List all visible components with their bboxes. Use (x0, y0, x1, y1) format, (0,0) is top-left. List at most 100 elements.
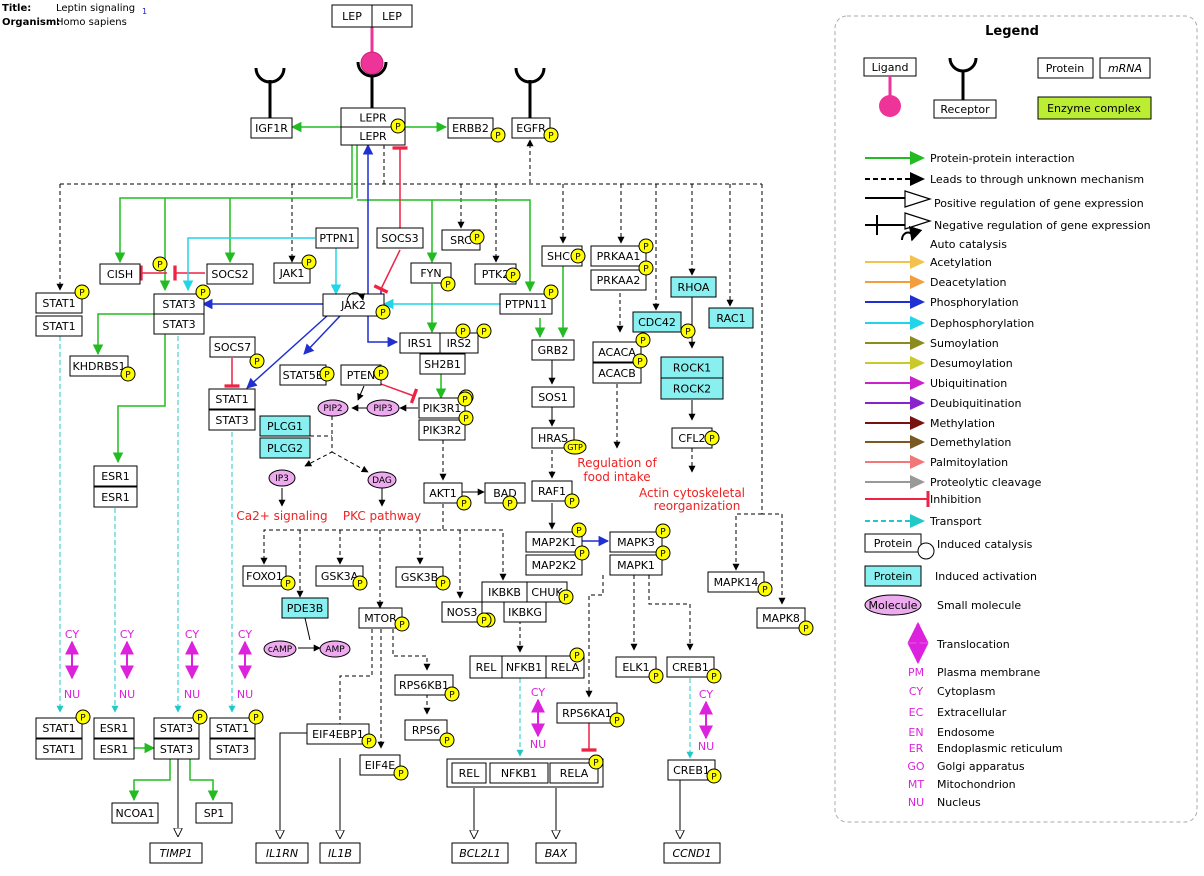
node-socs2[interactable]: SOCS2 (206, 263, 254, 285)
node-pik3r2[interactable]: PIK3R2 (418, 419, 466, 441)
molecule-camp[interactable]: cAMP (263, 640, 297, 658)
node-stat1-c[interactable]: STAT1 (208, 388, 256, 410)
node-lep-a[interactable]: LEP (331, 4, 373, 28)
node-stat3-b[interactable]: STAT3 (153, 313, 205, 335)
node-stat1-a[interactable]: STAT1 (35, 292, 83, 314)
node-acacb[interactable]: ACACB (592, 362, 642, 384)
node-mapk8[interactable]: MAPK8 (756, 607, 806, 629)
node-ptk2[interactable]: PTK2 (474, 263, 517, 285)
node-lepr-b[interactable]: LEPR (340, 126, 406, 146)
node-stat3-c[interactable]: STAT3 (208, 409, 256, 431)
node-bcl2l1[interactable]: BCL2L1 (451, 842, 509, 864)
node-ptpn11[interactable]: PTPN11 (499, 293, 553, 315)
node-creb1-a[interactable]: CREB1 (666, 656, 715, 678)
node-fyn[interactable]: FYN (410, 262, 452, 284)
node-plcg2[interactable]: PLCG2 (259, 437, 311, 459)
node-bax[interactable]: BAX (535, 842, 577, 864)
node-mtor[interactable]: MTOR (358, 607, 403, 629)
node-foxo1[interactable]: FOXO1 (242, 565, 287, 587)
node-mapk14[interactable]: MAPK14 (707, 571, 765, 593)
node-il1rn[interactable]: IL1RN (255, 842, 309, 864)
node-esr1-c[interactable]: ESR1 (93, 717, 135, 739)
node-stat1-f[interactable]: STAT1 (209, 717, 256, 739)
node-jak2[interactable]: JAK2 (322, 293, 385, 317)
node-lep-b[interactable]: LEP (371, 4, 413, 28)
molecule-pip3[interactable]: PIP3 (366, 399, 400, 417)
node-gsk3a[interactable]: GSK3A (315, 565, 364, 587)
node-nfkb1-b[interactable]: NFKB1 (489, 762, 549, 784)
node-rps6ka1[interactable]: RPS6KA1 (556, 702, 618, 724)
node-mapk1[interactable]: MAPK1 (609, 554, 663, 576)
node-nos3[interactable]: NOS3 (441, 601, 483, 623)
molecule-amp[interactable]: AMP (319, 640, 351, 658)
node-rock1[interactable]: ROCK1 (660, 356, 724, 379)
node-rel-b[interactable]: REL (451, 762, 487, 784)
node-socs3[interactable]: SOCS3 (376, 227, 424, 249)
node-igf1r[interactable]: IGF1R (250, 117, 293, 139)
node-erbb2[interactable]: ERBB2 (447, 117, 494, 139)
node-mapk3[interactable]: MAPK3 (609, 531, 663, 553)
node-stat3-a[interactable]: STAT3 (153, 293, 205, 315)
node-socs7[interactable]: SOCS7 (209, 336, 256, 358)
node-prkaa2[interactable]: PRKAA2 (590, 269, 647, 291)
node-stat3-d[interactable]: STAT3 (153, 717, 200, 739)
node-rps6kb1[interactable]: RPS6KB1 (394, 674, 454, 696)
node-esr1-b[interactable]: ESR1 (93, 486, 138, 508)
node-elk1[interactable]: ELK1 (615, 656, 657, 678)
node-acaca[interactable]: ACACA (592, 341, 642, 363)
node-rock2[interactable]: ROCK2 (660, 377, 724, 400)
node-il1b[interactable]: IL1B (319, 842, 361, 864)
node-ncoa1[interactable]: NCOA1 (111, 802, 159, 824)
node-cfl2[interactable]: CFL2 (671, 427, 713, 449)
molecule-ip3[interactable]: IP3 (268, 469, 296, 487)
node-rhoa[interactable]: RHOA (670, 276, 717, 298)
node-rel-a[interactable]: REL (469, 655, 503, 679)
node-raf1[interactable]: RAF1 (531, 480, 573, 502)
node-irs1[interactable]: IRS1 (399, 332, 441, 354)
node-map2k2[interactable]: MAP2K2 (525, 554, 583, 576)
node-pik3r1[interactable]: PIK3R1 (418, 397, 466, 419)
version-link[interactable]: 1 (142, 7, 148, 16)
node-sh2b1[interactable]: SH2B1 (419, 353, 466, 375)
node-irs2[interactable]: IRS2 (439, 332, 479, 354)
node-plcg1[interactable]: PLCG1 (259, 415, 311, 437)
molecule-dag[interactable]: DAG (367, 471, 397, 489)
node-stat3-f[interactable]: STAT3 (209, 738, 256, 760)
node-pde3b[interactable]: PDE3B (281, 597, 329, 619)
node-esr1-d[interactable]: ESR1 (93, 738, 135, 760)
node-shc1[interactable]: SHC1 (541, 245, 583, 267)
node-jak1[interactable]: JAK1 (273, 262, 311, 284)
node-creb1-b[interactable]: CREB1 (667, 759, 716, 781)
node-sos1[interactable]: SOS1 (531, 386, 575, 408)
node-grb2[interactable]: GRB2 (531, 339, 575, 361)
node-ptpn1[interactable]: PTPN1 (315, 227, 359, 249)
node-stat1-b[interactable]: STAT1 (35, 315, 83, 337)
node-rps6[interactable]: RPS6 (404, 719, 448, 741)
node-akt1[interactable]: AKT1 (423, 482, 463, 504)
node-rac1[interactable]: RAC1 (708, 307, 754, 329)
node-cdc42[interactable]: CDC42 (632, 311, 682, 333)
node-hras[interactable]: HRAS (531, 427, 575, 449)
node-egfr[interactable]: EGFR (511, 117, 551, 139)
node-ikbkb[interactable]: IKBKB (481, 581, 528, 603)
node-stat1-e[interactable]: STAT1 (35, 738, 83, 760)
node-ikbkg[interactable]: IKBKG (503, 601, 547, 623)
node-eif4ebp1[interactable]: EIF4EBP1 (306, 723, 370, 745)
node-rela-b[interactable]: RELA (549, 762, 599, 784)
node-stat1-d[interactable]: STAT1 (35, 717, 83, 739)
node-lepr-a[interactable]: LEPR (340, 107, 406, 128)
node-ccnd1[interactable]: CCND1 (663, 842, 721, 864)
node-cish[interactable]: CISH (99, 263, 141, 285)
node-gsk3b[interactable]: GSK3B (395, 566, 444, 588)
node-timp1[interactable]: TIMP1 (149, 842, 203, 864)
node-prkaa1[interactable]: PRKAA1 (590, 245, 647, 267)
node-nfkb1-a[interactable]: NFKB1 (501, 655, 547, 679)
node-stat3-e[interactable]: STAT3 (153, 738, 200, 760)
node-map2k1[interactable]: MAP2K1 (525, 531, 583, 553)
node-stat5b[interactable]: STAT5B (279, 364, 327, 386)
node-khdrbs1[interactable]: KHDRBS1 (69, 355, 129, 377)
molecule-pip2[interactable]: PIP2 (317, 399, 349, 417)
node-eif4e[interactable]: EIF4E (359, 754, 401, 776)
node-esr1-a[interactable]: ESR1 (93, 465, 138, 487)
node-sp1[interactable]: SP1 (195, 802, 233, 824)
